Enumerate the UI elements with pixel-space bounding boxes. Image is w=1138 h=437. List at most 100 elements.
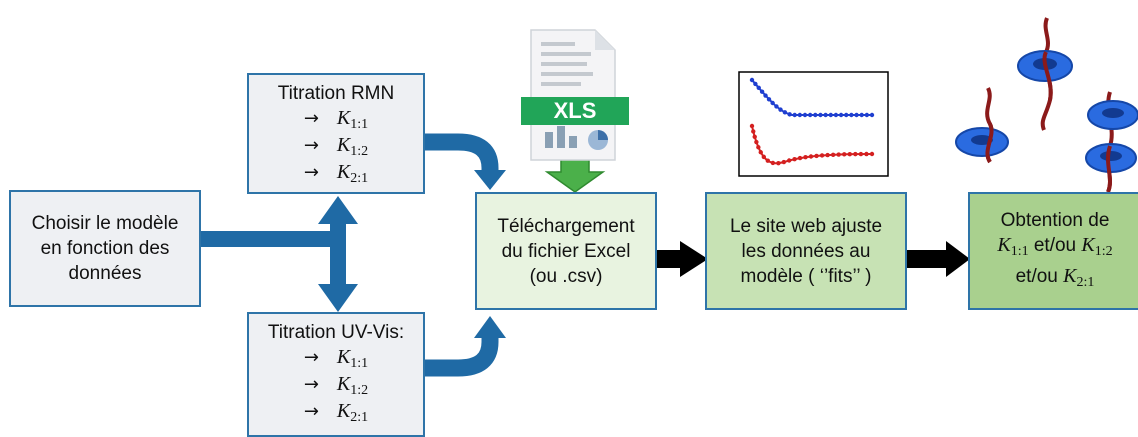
fit-plot-point [813, 112, 818, 118]
fit-plot-point [770, 100, 775, 106]
download-line-2: du fichier Excel [501, 240, 631, 262]
fit-plot-point [787, 112, 792, 117]
fit-plot-point [792, 156, 797, 162]
fit-plot-point [825, 152, 830, 158]
k-symbol: K1:1 [997, 233, 1029, 259]
fit-plot-point [803, 155, 808, 160]
fit-plot-point [818, 112, 823, 118]
choose-model-box: Choisir le modèle en fonction des donnée… [9, 190, 201, 307]
fit-plot-point [756, 85, 761, 91]
download-line-3: (ou .csv) [529, 265, 603, 287]
result-line-2: K1:1 et/ou K1:2 [997, 233, 1112, 264]
fit-plot-point [754, 139, 759, 145]
fit-plot-point [869, 151, 875, 157]
uv-k12-row: → K1:2 [304, 372, 368, 399]
fit-plot-point [842, 152, 847, 157]
uv-to-download-arrow [424, 336, 499, 377]
k-symbol: K2:1 [336, 160, 369, 186]
fit-plot-point [782, 110, 788, 115]
fit-plot-point [765, 158, 771, 163]
fit-plot-point [808, 154, 814, 159]
k-symbol: K1:2 [336, 133, 369, 159]
and-or-text: et/ou [1015, 265, 1064, 287]
fit-plot-point [786, 158, 792, 163]
result-line-1: Obtention de [1000, 209, 1110, 231]
fit-plot-point [776, 160, 781, 166]
fit-plot-point [792, 112, 797, 118]
fit-plot-point [853, 151, 858, 157]
choose-line-2: en fonction des [40, 238, 170, 259]
fit-plot-point [751, 129, 756, 134]
fit-plot-point [797, 112, 803, 118]
fit-plot-point [828, 112, 833, 118]
fit-plot-point [833, 112, 839, 118]
nmr-title: Titration RMN [277, 82, 395, 104]
uv-k11-row: → K1:1 [304, 345, 368, 372]
arrow-icon: → [303, 107, 319, 129]
uvvis-titration-box: Titration UV-Vis: → K1:1 → K1:2 → K2:1 [247, 312, 425, 437]
fit-plot-point [864, 112, 870, 118]
arrow-icon: → [303, 374, 319, 395]
fit-plot-point [847, 152, 852, 157]
fit-plot-point [758, 150, 763, 155]
fit-plot-points [749, 77, 875, 166]
rotaxane-left [955, 87, 1009, 164]
fit-plot-point [823, 112, 828, 118]
fit-plot-point [819, 153, 825, 158]
fit-plot-point [864, 151, 869, 157]
fit-plot-point [781, 159, 787, 165]
nmr-to-download-arrow [424, 133, 499, 172]
and-or-text: et/ou [1028, 234, 1082, 256]
fit-plot-point [749, 77, 755, 83]
choose-line-1: Choisir le modèle [31, 213, 179, 234]
nmr-k21-row: → K2:1 [304, 160, 368, 187]
xls-label: XLS [521, 97, 629, 125]
rotaxane-top [1017, 17, 1073, 131]
fit-line-2: les données au [741, 240, 871, 262]
fit-line-1: Le site web ajuste [729, 215, 883, 237]
website-fit-box: Le site web ajuste les données au modèle… [705, 192, 907, 310]
fit-plot-point [763, 93, 768, 98]
arrow-icon: → [303, 401, 319, 422]
nmr-titration-box: Titration RMN → K1:1 → K1:2 → K2:1 [247, 73, 425, 194]
fit-plot-point [749, 123, 755, 129]
fit-plot-point [854, 112, 859, 118]
result-line-3: et/ou K2:1 [1016, 264, 1095, 295]
choose-line-3: données [68, 263, 142, 284]
blue-arrows [200, 196, 358, 312]
k-symbol: K1:2 [1081, 233, 1113, 259]
fit-plot-point [830, 152, 836, 157]
nmr-to-download-arrowhead [474, 170, 506, 190]
fit-plot-point [814, 153, 819, 159]
black-arrows [654, 241, 970, 277]
fit-plot-point [766, 97, 772, 102]
diagram-graphics [200, 17, 1138, 377]
download-file-box: Téléchargement du fichier Excel (ou .csv… [475, 192, 657, 310]
fit-plot-point [761, 154, 767, 160]
fit-plot-point [844, 112, 849, 118]
uv-title: Titration UV-Vis: [267, 322, 405, 343]
k-symbol: K2:1 [1063, 264, 1095, 290]
fit-plot-point [770, 160, 776, 166]
fit-plot-point [802, 112, 808, 118]
fit-plot-point [756, 145, 761, 150]
fit-plot [738, 71, 889, 177]
k-symbol: K2:1 [336, 400, 369, 425]
rotaxane-right [1085, 91, 1138, 193]
nmr-k11-row: → K1:1 [304, 106, 368, 133]
fit-plot-point [797, 155, 803, 161]
k-symbol: K1:1 [336, 346, 369, 371]
fit-plot-point [859, 112, 864, 118]
k-symbol: K1:2 [336, 373, 369, 398]
fit-plot-point [869, 112, 875, 118]
fit-plot-point [807, 112, 813, 118]
fit-plot-point [836, 152, 841, 157]
arrow-icon: → [303, 347, 319, 368]
fit-plot-point [752, 134, 757, 139]
fit-plot-point [838, 112, 844, 118]
fit-line-3: modèle ( ‘’fits’’ ) [740, 265, 872, 287]
fit-plot-point [774, 104, 779, 109]
download-line-1: Téléchargement [497, 215, 635, 237]
result-box: Obtention de K1:1 et/ou K1:2 et/ou K2:1 [968, 192, 1138, 310]
fit-plot-point [778, 107, 783, 112]
